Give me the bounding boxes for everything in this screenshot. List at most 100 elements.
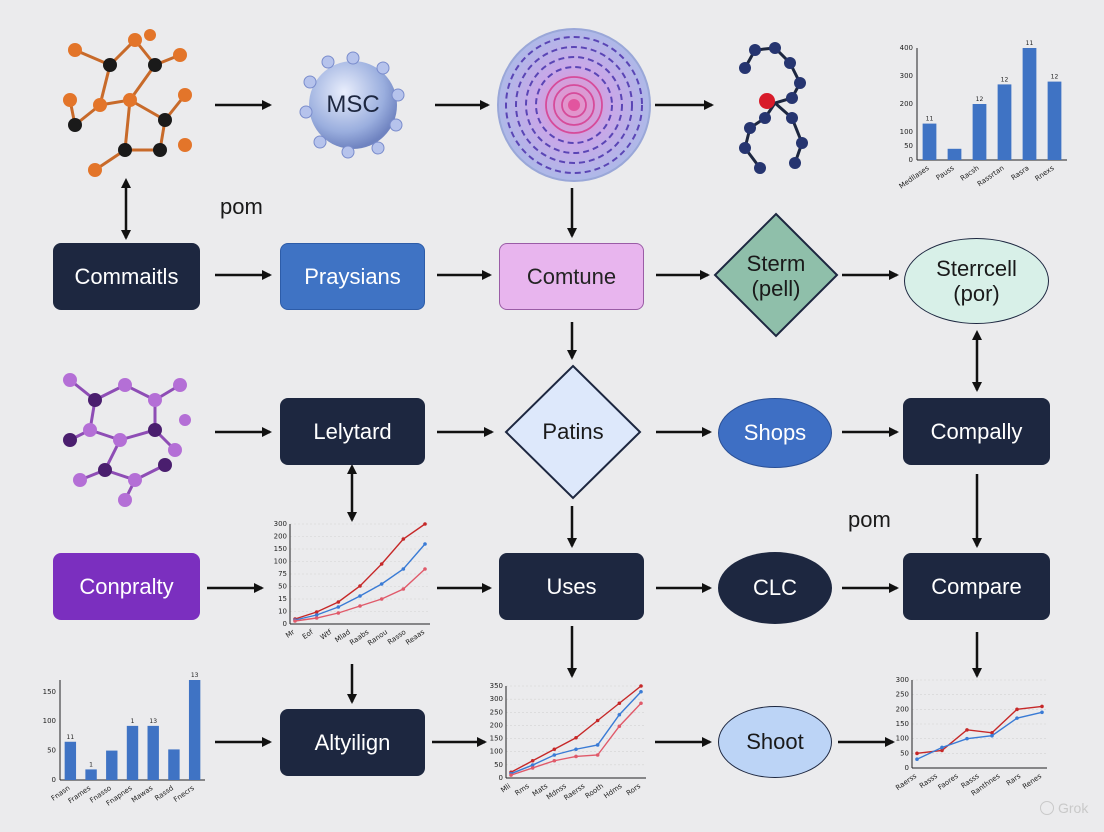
data-point (915, 757, 919, 761)
y-tick-label: 300 (274, 520, 287, 528)
pom-label-right: pom (848, 507, 891, 532)
data-point (940, 748, 944, 753)
y-tick-label: 50 (494, 761, 503, 769)
x-tick-label: Rms (514, 782, 531, 798)
data-point (965, 728, 969, 732)
x-tick-label: Pauss (935, 164, 956, 182)
data-point (574, 747, 578, 752)
y-tick-label: 200 (896, 705, 909, 713)
node-patins[interactable]: Patins (542, 419, 604, 445)
data-point (401, 567, 406, 571)
y-tick-label: 400 (900, 44, 913, 52)
x-tick-label: Raerss (894, 772, 918, 792)
x-tick-label: Rasss (918, 772, 939, 790)
bar-data-label: 12 (1051, 74, 1059, 81)
data-point (336, 600, 341, 604)
y-tick-label: 150 (490, 735, 503, 743)
bar-data-label: 11 (67, 734, 75, 741)
bar (147, 725, 159, 780)
node-altyilign[interactable]: Altyilign (280, 709, 425, 776)
y-tick-label: 75 (278, 570, 287, 578)
data-point (1015, 707, 1019, 712)
node-comtune[interactable]: Comtune (499, 243, 644, 310)
data-point (530, 758, 535, 763)
y-tick-label: 200 (900, 100, 913, 108)
y-tick-label: 10 (278, 608, 287, 616)
y-tick-label: 0 (909, 156, 913, 164)
data-point (379, 582, 384, 586)
bar (922, 123, 937, 160)
bar-data-label: 1 (131, 718, 135, 725)
data-point (639, 689, 643, 694)
x-tick-label: Rasra (1010, 164, 1031, 182)
y-tick-label: 100 (43, 717, 56, 725)
bar-chart-bottom-left: 05010015011Fnasn1FramesFnasso1Fnapnes13M… (43, 672, 205, 808)
x-tick-label: Reaas (404, 628, 426, 647)
y-tick-label: 200 (490, 721, 503, 729)
bar (168, 749, 180, 780)
y-tick-label: 0 (905, 764, 909, 772)
y-tick-label: 200 (274, 533, 287, 541)
data-point (314, 613, 319, 617)
node-conpralty[interactable]: Conpralty (53, 553, 200, 620)
x-tick-label: Eof (301, 628, 315, 641)
node-lelytard[interactable]: Lelytard (280, 398, 425, 465)
y-tick-label: 350 (490, 682, 503, 690)
node-shoot[interactable]: Shoot (718, 706, 832, 778)
data-point (423, 567, 427, 571)
data-point (293, 619, 297, 623)
y-tick-label: 100 (896, 735, 909, 743)
data-point (574, 754, 578, 759)
data-point (336, 605, 341, 609)
diamond-patins-shape (504, 364, 642, 500)
node-commaitis[interactable]: Commaitls (53, 243, 200, 310)
y-tick-label: 300 (490, 695, 503, 703)
data-point (314, 616, 319, 620)
data-point (423, 542, 427, 546)
msc-label: MSC (326, 91, 380, 118)
data-point (1040, 704, 1044, 709)
data-point (639, 684, 643, 688)
data-point (1040, 710, 1044, 715)
data-point (358, 584, 362, 588)
x-tick-label: Hdms (602, 782, 623, 800)
node-sterrcell-por[interactable]: Sterrcell (por) (904, 238, 1049, 324)
x-tick-label: Rasso (386, 628, 407, 646)
bar (106, 750, 118, 780)
molecule-chain-icon (739, 42, 808, 174)
x-tick-label: Mli (499, 782, 512, 794)
bar (64, 741, 77, 780)
cell-icon (497, 28, 651, 182)
data-point (314, 610, 319, 614)
diamond-sterm-shape (713, 212, 839, 338)
data-point (940, 745, 944, 750)
x-tick-label: Mr (284, 628, 296, 640)
node-clc[interactable]: CLC (718, 552, 832, 624)
x-tick-label: Rors (625, 782, 642, 798)
data-point (552, 758, 557, 763)
watermark-text: Grok (1058, 800, 1089, 816)
x-tick-label: Faores (937, 772, 960, 792)
node-compare[interactable]: Compare (903, 553, 1050, 620)
data-point (358, 604, 362, 608)
bar-data-label: 1 (89, 761, 93, 768)
node-compally[interactable]: Compally (903, 398, 1050, 465)
bar (188, 680, 201, 780)
y-tick-label: 100 (274, 558, 287, 566)
node-shops[interactable]: Shops (718, 398, 832, 468)
node-sterm-pell[interactable]: Sterm (pell) (746, 250, 806, 301)
data-point (509, 773, 513, 777)
x-tick-label: Ranou (366, 628, 389, 647)
y-tick-label: 150 (896, 720, 909, 728)
node-praysians[interactable]: Praysians (280, 243, 425, 310)
y-tick-label: 250 (490, 708, 503, 716)
y-tick-label: 0 (283, 620, 287, 628)
bar-data-label: 12 (976, 96, 984, 103)
x-tick-label: Renes (1021, 772, 1043, 791)
x-tick-label: Raerss (563, 782, 587, 802)
node-uses[interactable]: Uses (499, 553, 644, 620)
data-point (595, 743, 600, 747)
